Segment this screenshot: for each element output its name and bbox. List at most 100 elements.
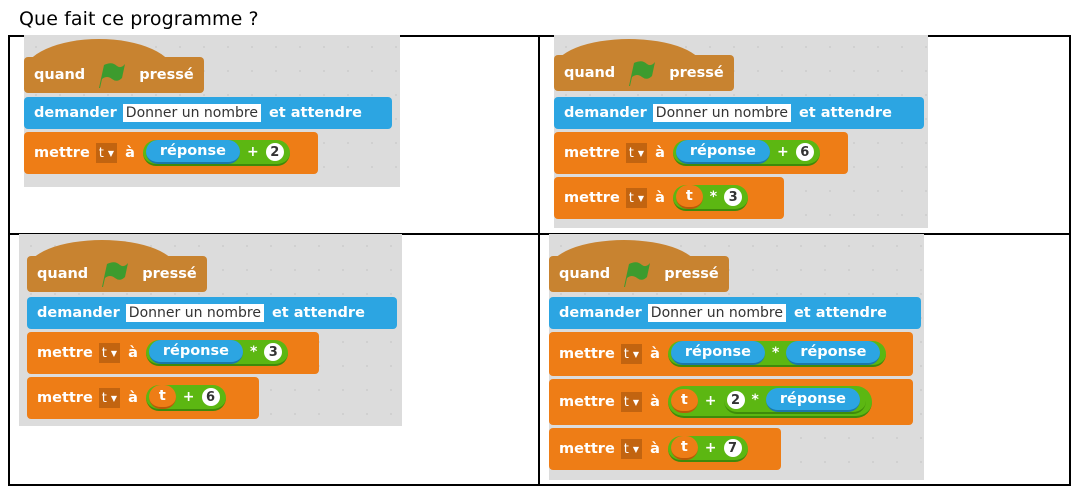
multiply-operator[interactable]: 2 * réponse [723, 388, 866, 414]
ask-label: demander [34, 105, 117, 121]
set-variable-block[interactable]: mettre t▼ à t + 6 [27, 377, 259, 419]
variable-dropdown[interactable]: t▼ [98, 343, 121, 363]
table-border-left [8, 35, 10, 486]
set-variable-block[interactable]: mettre t▼ à réponse * réponse [549, 332, 913, 376]
variable-dropdown[interactable]: t▼ [620, 439, 643, 459]
set-to-label: à [650, 441, 660, 457]
ask-prompt-input[interactable]: Donner un nombre [122, 104, 261, 122]
number-input[interactable]: 6 [201, 388, 220, 406]
set-variable-block[interactable]: mettre t▼ à t + 2 * réponse [549, 379, 913, 425]
when-flag-clicked-block[interactable]: quand pressé [554, 55, 734, 91]
set-to-label: à [128, 345, 138, 361]
set-variable-block[interactable]: mettre t▼ à t * 3 [554, 177, 784, 219]
variable-dropdown[interactable]: t▼ [620, 344, 643, 364]
page-title: Que fait ce programme ? [19, 8, 259, 30]
ask-label: demander [564, 105, 647, 121]
add-operator[interactable]: t + 7 [667, 436, 748, 462]
set-label: mettre [559, 441, 615, 457]
when-flag-clicked-block[interactable]: quand pressé [24, 57, 204, 93]
set-label: mettre [37, 345, 93, 361]
add-operator[interactable]: réponse + 6 [672, 140, 820, 166]
set-to-label: à [125, 145, 135, 161]
ask-label: demander [37, 305, 120, 321]
add-operator[interactable]: t + 6 [145, 385, 226, 411]
add-operator[interactable]: réponse + 2 [142, 140, 290, 166]
hat-pressed-label: pressé [142, 266, 197, 282]
set-label: mettre [564, 190, 620, 206]
operator-symbol: + [704, 440, 717, 456]
variable-reporter[interactable]: t [675, 185, 703, 209]
variable-dropdown[interactable]: t▼ [625, 143, 648, 163]
dropdown-arrow-icon: ▼ [110, 348, 118, 358]
ask-prompt-input[interactable]: Donner un nombre [125, 304, 264, 322]
operator-symbol: * [751, 392, 759, 408]
ask-and-wait-block[interactable]: demander Donner un nombre et attendre [554, 97, 924, 129]
when-flag-clicked-block[interactable]: quand pressé [549, 256, 729, 292]
ask-and-wait-block[interactable]: demander Donner un nombre et attendre [27, 297, 397, 329]
multiply-operator[interactable]: réponse * réponse [667, 341, 887, 367]
variable-reporter[interactable]: t [148, 385, 176, 409]
ask-label: demander [559, 305, 642, 321]
variable-name: t [623, 394, 629, 410]
answer-reporter[interactable]: réponse [786, 341, 881, 365]
variable-dropdown[interactable]: t▼ [98, 388, 121, 408]
green-flag-icon [102, 262, 129, 287]
answer-reporter[interactable]: réponse [148, 340, 243, 364]
ask-wait-label: et attendre [793, 305, 887, 321]
add-operator[interactable]: t + 2 * réponse [667, 386, 872, 418]
variable-name: t [98, 145, 104, 161]
answer-reporter[interactable]: réponse [675, 140, 770, 164]
dropdown-arrow-icon: ▼ [110, 393, 118, 403]
hat-when-label: quand [37, 266, 89, 282]
ask-wait-label: et attendre [798, 105, 892, 121]
ask-prompt-input[interactable]: Donner un nombre [652, 104, 791, 122]
set-to-label: à [655, 190, 665, 206]
table-border-right [1069, 35, 1071, 486]
variable-name: t [628, 145, 634, 161]
operator-symbol: * [709, 189, 718, 205]
variable-dropdown[interactable]: t▼ [95, 143, 118, 163]
dropdown-arrow-icon: ▼ [637, 148, 645, 158]
operator-symbol: + [246, 144, 259, 160]
multiply-operator[interactable]: réponse * 3 [145, 340, 289, 366]
variable-reporter[interactable]: t [670, 436, 698, 460]
set-to-label: à [655, 145, 665, 161]
set-variable-block[interactable]: mettre t▼ à réponse + 6 [554, 132, 848, 174]
operator-symbol: * [249, 344, 258, 360]
number-input[interactable]: 7 [723, 439, 742, 457]
variable-dropdown[interactable]: t▼ [620, 392, 643, 412]
green-flag-icon [629, 61, 656, 86]
dropdown-arrow-icon: ▼ [632, 397, 640, 407]
number-input[interactable]: 3 [264, 343, 283, 361]
number-input[interactable]: 2 [265, 143, 284, 161]
number-input[interactable]: 3 [724, 188, 743, 206]
variable-reporter[interactable]: t [670, 389, 698, 413]
operator-symbol: + [182, 389, 195, 405]
multiply-operator[interactable]: t * 3 [672, 185, 749, 211]
set-to-label: à [128, 390, 138, 406]
variable-name: t [623, 441, 629, 457]
set-to-label: à [650, 394, 660, 410]
set-to-label: à [650, 346, 660, 362]
when-flag-clicked-block[interactable]: quand pressé [27, 256, 207, 292]
set-label: mettre [559, 394, 615, 410]
ask-and-wait-block[interactable]: demander Donner un nombre et attendre [549, 297, 921, 329]
number-input[interactable]: 6 [795, 143, 814, 161]
answer-reporter[interactable]: réponse [145, 140, 240, 164]
answer-reporter[interactable]: réponse [765, 388, 860, 412]
set-variable-block[interactable]: mettre t▼ à t + 7 [549, 428, 781, 470]
operator-symbol: + [776, 144, 789, 160]
answer-reporter[interactable]: réponse [670, 341, 765, 365]
set-variable-block[interactable]: mettre t▼ à réponse * 3 [27, 332, 319, 374]
number-input[interactable]: 2 [726, 391, 745, 409]
variable-dropdown[interactable]: t▼ [625, 188, 648, 208]
dropdown-arrow-icon: ▼ [632, 349, 640, 359]
hat-when-label: quand [34, 67, 86, 83]
ask-prompt-input[interactable]: Donner un nombre [647, 304, 786, 322]
set-variable-block[interactable]: mettre t▼ à réponse + 2 [24, 132, 318, 174]
operator-symbol: + [704, 393, 717, 409]
table-col-divider [538, 35, 540, 486]
ask-and-wait-block[interactable]: demander Donner un nombre et attendre [24, 97, 392, 129]
program-b-canvas: quand pressé demander Donner un nombre e… [554, 35, 928, 228]
ask-wait-label: et attendre [268, 105, 362, 121]
